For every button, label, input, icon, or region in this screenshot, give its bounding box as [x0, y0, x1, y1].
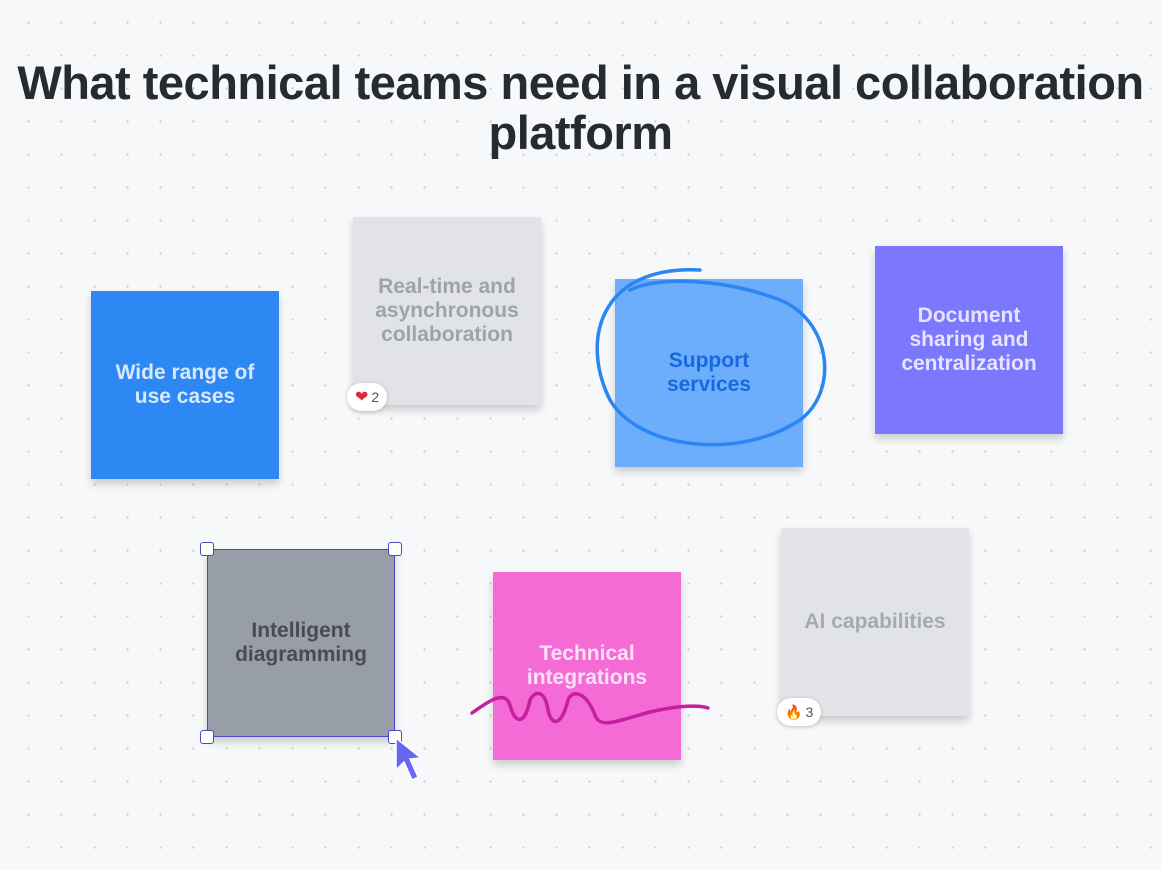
note-text: Real-time and asynchronous collaboration [375, 275, 519, 346]
resize-handle-tl[interactable] [200, 542, 214, 556]
sticky-note-collaboration[interactable]: Real-time and asynchronous collaboration [353, 217, 541, 405]
sticky-note-document-sharing[interactable]: Document sharing and centralization [875, 246, 1063, 434]
note-text: Intelligent diagramming [235, 619, 367, 666]
sticky-note-use-cases[interactable]: Wide range of use cases [91, 291, 279, 479]
resize-handle-bl[interactable] [200, 730, 214, 744]
sticky-note-integrations[interactable]: Technical integrations [493, 572, 681, 760]
note-text: Technical integrations [526, 642, 648, 689]
reaction-badge-fire[interactable]: 🔥3 [777, 698, 822, 726]
fire-icon: 🔥 [785, 703, 803, 720]
cursor-icon [395, 736, 423, 782]
resize-handle-tr[interactable] [388, 542, 402, 556]
reaction-count: 3 [805, 704, 814, 720]
sticky-note-ai[interactable]: AI capabilities [781, 528, 969, 716]
sticky-note-diagramming[interactable]: Intelligent diagramming [207, 549, 395, 737]
note-text: Document sharing and centralization [901, 304, 1037, 375]
note-text: AI capabilities [804, 610, 946, 633]
reaction-badge-heart[interactable]: ❤2 [347, 383, 388, 411]
heart-icon: ❤ [355, 389, 369, 406]
page-title: What technical teams need in a visual co… [17, 56, 1144, 159]
reaction-count: 2 [371, 389, 380, 405]
note-text: Support services [666, 349, 752, 396]
resize-handle-br[interactable] [388, 730, 402, 744]
note-text: Wide range of use cases [115, 361, 255, 408]
sticky-note-support[interactable]: Support services [615, 279, 803, 467]
